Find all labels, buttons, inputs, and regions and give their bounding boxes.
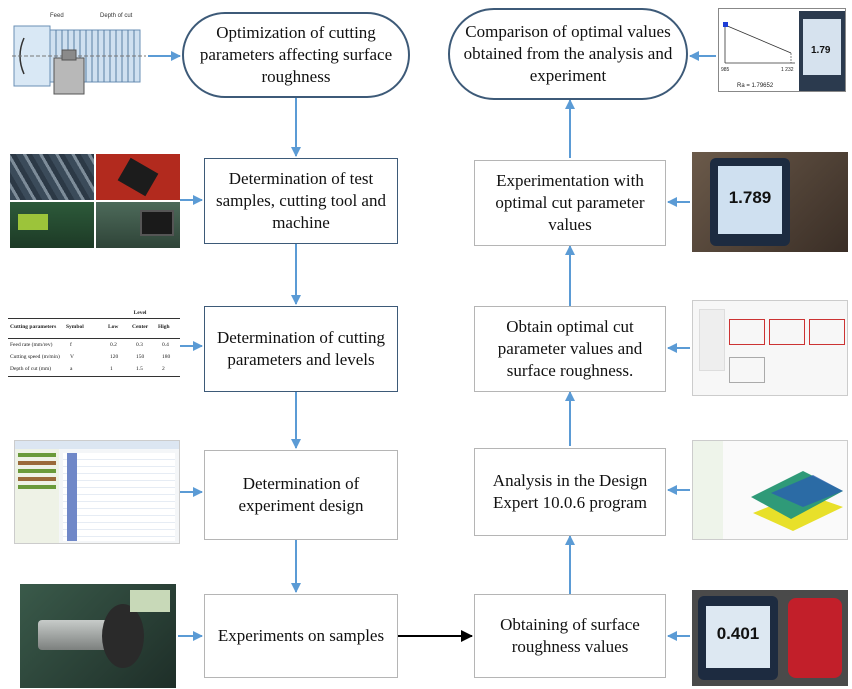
box-obtain-optimal: Obtain optimal cut parameter values and … <box>474 306 666 392</box>
experiment-design-software-screenshot <box>14 440 180 544</box>
table-row: Cutting speed (m/min) <box>10 354 60 360</box>
feed-label: Feed <box>50 13 64 19</box>
tools-and-machine-photos <box>10 154 180 248</box>
meter-reading-2: 0.401 <box>716 624 760 643</box>
box-surface-values: Obtaining of surface roughness values <box>474 594 666 678</box>
design-expert-surface-plot <box>692 440 848 540</box>
box-optimization: Optimization of cutting parameters affec… <box>182 12 410 98</box>
box-design-expert: Analysis in the Design Expert 10.0.6 pro… <box>474 448 666 536</box>
table-header-cutting-parameters: Cutting parameters <box>10 324 57 330</box>
tick-left-label: 985 <box>721 67 730 73</box>
box-cutting-parameters: Determination of cutting parameters and … <box>204 306 398 392</box>
table-row: Feed rate (mm/rev) <box>10 342 53 348</box>
table-header-symbol: Symbol <box>66 324 84 330</box>
level-header: Level <box>133 310 147 316</box>
roughness-meter-photo-2: 0.401 <box>692 590 848 686</box>
ra-label: Ra = 1.79652 <box>737 83 774 89</box>
parameter-table-image: Level Cutting parameters Symbol Low Cent… <box>8 308 180 380</box>
tick-right-label: 1 232 <box>781 67 794 73</box>
table-header-low: Low <box>108 324 119 330</box>
roughness-meter-photo-1: 1.789 <box>692 152 848 252</box>
box-experiments: Experiments on samples <box>204 594 398 678</box>
box-experiment-design: Determination of experiment design <box>204 450 398 540</box>
lathe-diagram-image: Feed Depth of cut <box>10 8 148 100</box>
meter-reading-1: 1.789 <box>728 188 772 207</box>
lathe-experiment-photo <box>20 584 176 688</box>
box-experimentation: Experimentation with optimal cut paramet… <box>474 160 666 246</box>
box-test-samples: Determination of test samples, cutting t… <box>204 158 398 244</box>
comparison-chart-image: 985 1 232 Ra = 1.79652 1.79 <box>718 8 846 92</box>
box-comparison: Comparison of optimal values obtained fr… <box>448 8 688 100</box>
depth-label: Depth of cut <box>100 13 133 19</box>
optimization-results-screenshot <box>692 300 848 396</box>
chart-meter-value: 1.79 <box>811 45 831 56</box>
table-header-center: Center <box>132 324 149 330</box>
table-header-high: High <box>158 324 170 330</box>
table-row: Depth of cut (mm) <box>10 366 52 372</box>
